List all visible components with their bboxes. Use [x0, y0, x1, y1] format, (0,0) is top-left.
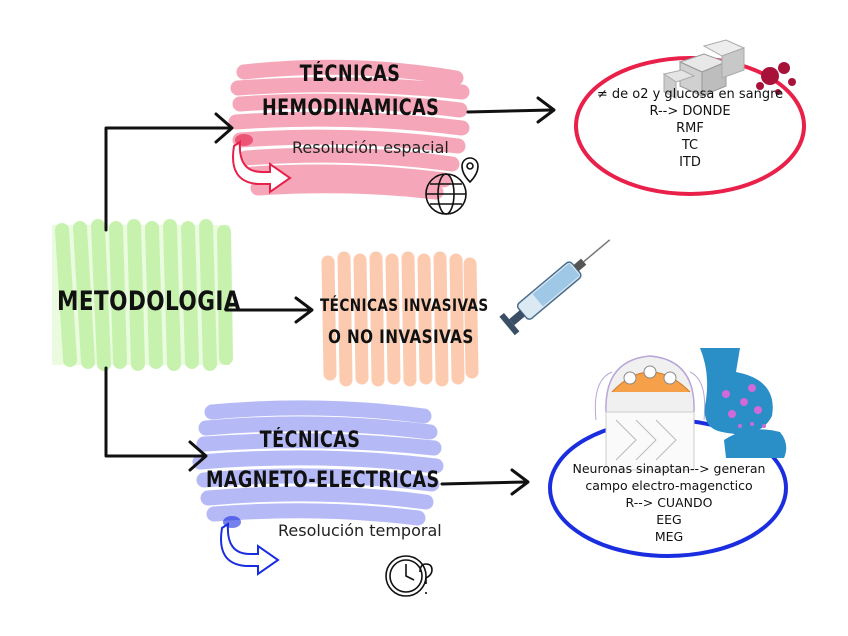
curved-arrow-icon	[232, 134, 292, 194]
mag-detail-1: campo electro-magenctico	[585, 478, 753, 493]
mag-detail-4: MEG	[654, 529, 684, 544]
blood-drops-icon	[756, 62, 796, 95]
mag-title-line1: TÉCNICAS	[259, 428, 361, 453]
arrow-to-hemo	[104, 126, 232, 232]
curved-arrow-icon	[220, 516, 280, 576]
mag-detail-3: EEG	[656, 512, 682, 527]
hemo-details: ≠ de o2 y glucosa en sangre R--> DONDE R…	[580, 86, 800, 171]
mag-resolution: Resolución temporal	[278, 521, 442, 540]
hemo-resolution: Resolución espacial	[292, 138, 449, 157]
root-label: METODOLOGIA	[57, 286, 241, 317]
hemo-detail-0: ≠ de o2 y glucosa en sangre	[596, 87, 784, 102]
hemo-details-circle	[574, 56, 806, 196]
arrow-to-hemo-details	[466, 108, 554, 114]
root-highlight	[52, 219, 233, 371]
inv-title-line1: TÉCNICAS INVASIVAS	[320, 296, 489, 316]
arrow-to-mag	[104, 366, 206, 458]
synapse-icon	[700, 348, 787, 458]
globe-pin-icon	[425, 157, 479, 215]
mag-detail-0: Neuronas sinaptan--> generan	[572, 461, 766, 476]
hemo-detail-3: TC	[681, 138, 699, 153]
hemo-detail-4: ITD	[679, 155, 701, 170]
hemo-highlight	[228, 59, 470, 200]
sugar-cubes-icon	[662, 39, 746, 99]
inv-highlight	[321, 251, 479, 387]
mag-details: Neuronas sinaptan--> generan campo elect…	[560, 460, 778, 545]
hemo-detail-1: R--> DONDE	[649, 104, 731, 119]
hemo-title-line2: HEMODINAMICAS	[262, 96, 440, 121]
syringe-icon	[499, 239, 611, 336]
hemo-detail-2: RMF	[676, 121, 704, 136]
mag-highlight	[192, 400, 444, 526]
mag-detail-2: R--> CUANDO	[625, 495, 713, 510]
arrow-to-mag-details	[440, 480, 528, 486]
eeg-head-icon	[594, 355, 706, 471]
branch-arrows	[104, 96, 556, 496]
clock-question-icon	[385, 555, 433, 597]
mag-title-line2: MAGNETO-ELECTRICAS	[206, 468, 440, 493]
hemo-title-line1: TÉCNICAS	[299, 62, 401, 87]
inv-title-line2: O NO INVASIVAS	[328, 326, 474, 348]
